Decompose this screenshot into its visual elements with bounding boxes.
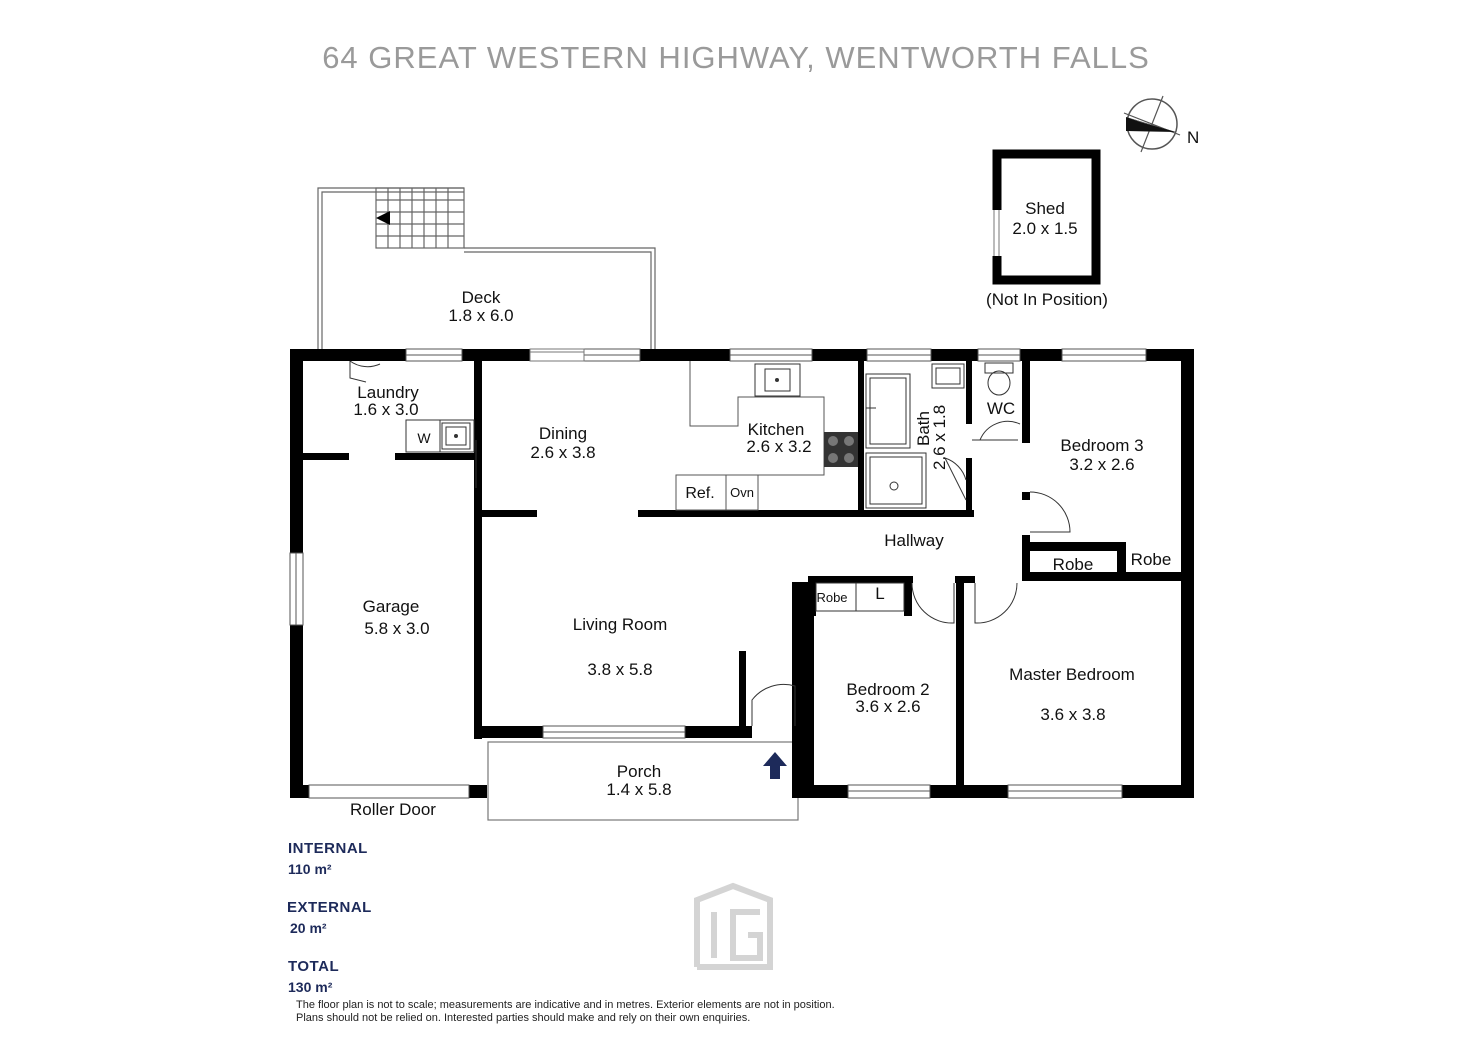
laundry-name: Laundry <box>357 383 419 402</box>
porch-name: Porch <box>617 762 661 781</box>
porch-dims: 1.4 x 5.8 <box>606 780 671 799</box>
hallway-name: Hallway <box>884 531 944 550</box>
wc-name: WC <box>987 399 1015 418</box>
shower-icon <box>865 452 927 509</box>
linen-box <box>855 582 905 612</box>
bath-name: Bath <box>914 411 933 446</box>
total-area-value: 130 m² <box>288 979 333 995</box>
kitchen-benches <box>675 361 825 511</box>
shed <box>991 149 1101 285</box>
fridge-label: Ref. <box>685 485 714 502</box>
external-area: EXTERNAL 20 m² <box>287 899 372 936</box>
total-area: TOTAL 130 m² <box>288 958 339 995</box>
washer <box>405 419 441 453</box>
shed-note: (Not In Position) <box>986 290 1108 309</box>
kitchen-dims: 2.6 x 3.2 <box>746 437 811 456</box>
deck-name: Deck <box>462 288 501 307</box>
disclaimer-line-2: Plans should not be relied on. Intereste… <box>296 1012 751 1024</box>
laundry-dims: 1.6 x 3.0 <box>353 400 418 419</box>
shed-name: Shed <box>1025 199 1065 218</box>
sliding-door <box>529 348 585 362</box>
linen-label: L <box>875 584 884 603</box>
garage-dims: 5.8 x 3.0 <box>364 619 429 638</box>
kitchen-name: Kitchen <box>748 420 805 439</box>
master-dims: 3.6 x 3.8 <box>1040 705 1105 724</box>
living-name: Living Room <box>573 615 668 634</box>
garage-name: Garage <box>363 597 420 616</box>
roller-door-label: Roller Door <box>350 800 436 819</box>
washer-label: W <box>417 430 431 446</box>
bathtub-icon <box>865 373 911 449</box>
plan-title: 64 GREAT WESTERN HIGHWAY, WENTWORTH FALL… <box>322 40 1150 75</box>
oven-label: Ovn <box>730 485 754 500</box>
laundry-sink-icon <box>441 422 471 450</box>
dining-dims: 2.6 x 3.8 <box>530 443 595 462</box>
internal-area-value: 110 m² <box>288 861 332 877</box>
cooktop-icon <box>824 432 858 467</box>
kitchen-sink-icon <box>754 363 801 397</box>
external-area-value: 20 m² <box>290 920 327 936</box>
bath-dims: 2.6 x 1.8 <box>930 405 949 470</box>
doors <box>349 360 1071 726</box>
disclaimer: The floor plan is not to scale; measurem… <box>296 999 835 1025</box>
robe-bed2-label: Robe <box>816 590 847 605</box>
total-area-label: TOTAL <box>288 958 340 975</box>
bedroom3-name: Bedroom 3 <box>1060 436 1143 455</box>
bedroom3-dims: 3.2 x 2.6 <box>1069 455 1134 474</box>
master-name: Master Bedroom <box>1009 665 1135 684</box>
dining-name: Dining <box>539 424 587 443</box>
internal-area-label: INTERNAL <box>288 840 368 857</box>
robe-bed3-label: Robe <box>1131 550 1172 569</box>
entry-arrow-icon <box>763 752 787 779</box>
bedroom2-name: Bedroom 2 <box>846 680 929 699</box>
brand-logo-icon <box>694 882 773 970</box>
robe-master-label: Robe <box>1053 555 1094 574</box>
internal-area: INTERNAL 110 m² <box>288 840 368 877</box>
shed-dims: 2.0 x 1.5 <box>1012 219 1077 238</box>
internal-walls <box>303 361 1181 792</box>
deck <box>317 187 656 349</box>
living-dims: 3.8 x 5.8 <box>587 660 652 679</box>
bedroom2-dims: 3.6 x 2.6 <box>855 697 920 716</box>
stair-arrow-icon <box>376 211 390 225</box>
vanity-icon <box>931 363 965 389</box>
north-arrow-icon <box>1123 95 1181 153</box>
toilet-icon <box>984 362 1014 396</box>
deck-dims: 1.8 x 6.0 <box>448 306 513 325</box>
external-area-label: EXTERNAL <box>287 899 372 916</box>
compass-label: N <box>1187 128 1199 147</box>
disclaimer-line-1: The floor plan is not to scale; measurem… <box>296 999 835 1011</box>
